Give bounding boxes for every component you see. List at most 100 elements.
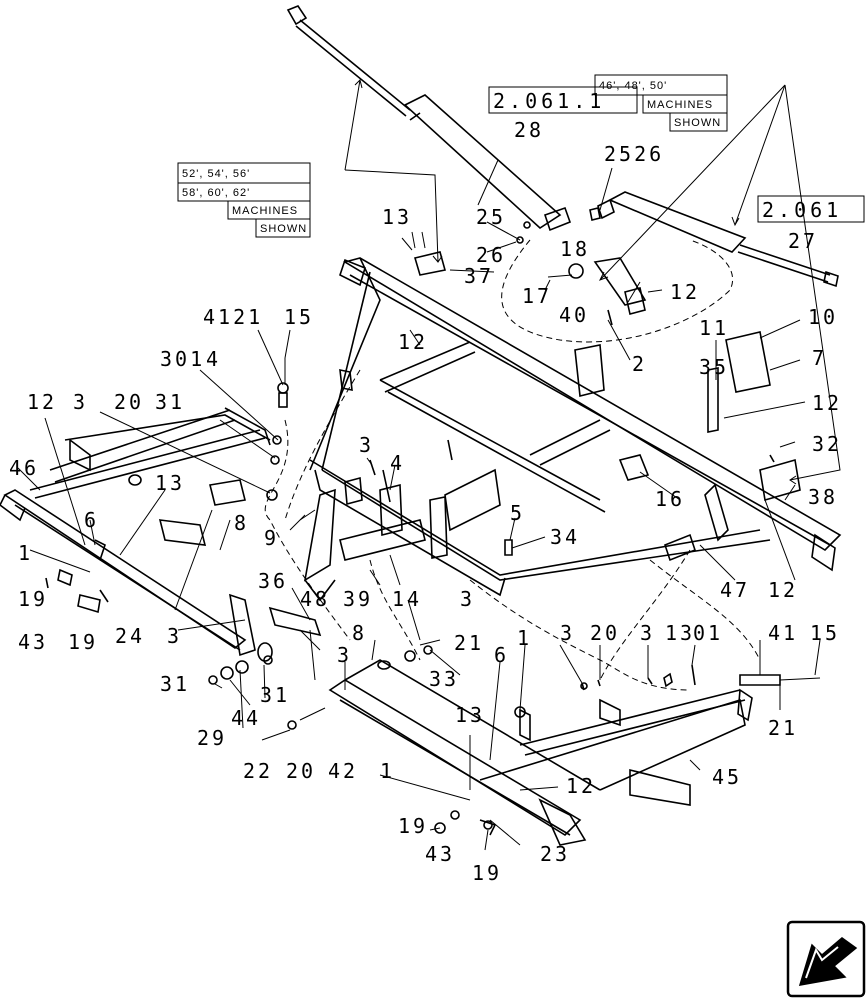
part-number-label: 4121 [203,305,263,329]
part-number-label: 13 [665,621,695,645]
part-number-label: 4 [206,347,221,371]
part-number-label: 41 [768,621,798,645]
part-number-label: 20 [286,759,316,783]
part-number-label: 42 [328,759,358,783]
part-number-label: 31 [155,390,185,414]
note-line: 46', 48', 50' [599,80,667,92]
part-number-label: 12 [768,578,798,602]
part-number-label: 301 [160,347,205,371]
part-number-label: 35 [699,355,729,379]
part-number-label: 19 [18,587,48,611]
part-number-label: 1 [380,759,395,783]
note-line: 58', 60', 62' [182,187,250,199]
part-number-label: 19 [398,814,428,838]
reference-box-2-061: 2.061 [757,195,865,223]
note-line: MACHINES [647,99,713,111]
part-number-label: 7 [812,346,827,370]
part-number-label: 22 [243,759,273,783]
part-number-label: 12 [670,280,700,304]
right-wing-frame [328,659,753,846]
part-number-label: 32 [812,432,842,456]
part-number-label: 28 [514,118,544,142]
part-number-label: 31 [260,683,290,707]
part-number-label: 25 [476,205,506,229]
part-number-label: 18 [560,237,590,261]
part-number-label: 21 [454,631,484,655]
part-number-label: 43 [425,842,455,866]
part-number-label: 8 [352,621,367,645]
part-number-label: 17 [522,284,552,308]
part-number-label: 27 [788,229,818,253]
part-number-label: 1 [517,626,532,650]
part-number-label: 6 [494,643,509,667]
part-number-label: 26 [476,243,506,267]
part-number-label: 39 [343,587,373,611]
part-number-label: 12 [566,774,596,798]
reference-label: 2.061.1 [493,89,605,113]
part-number-label: 33 [429,667,459,691]
part-number-label: 10 [808,305,838,329]
part-number-label: 16 [655,487,685,511]
part-number-label: 29 [197,726,227,750]
part-number-label: 45 [712,765,742,789]
part-number-label: 1 [18,541,33,565]
part-number-label: 44 [231,706,261,730]
part-number-label: 13 [382,205,412,229]
part-number-label: 24 [115,624,145,648]
part-number-label: 20 [590,621,620,645]
note-line: SHOWN [260,223,307,235]
reference-label: 2.061 [762,198,842,222]
part-number-label: 4 [390,451,405,475]
part-number-label: 8 [234,511,249,535]
part-number-label: 23 [540,842,570,866]
hardware [45,207,821,834]
part-number-label: 3 [359,433,374,457]
part-number-label: 11 [699,316,729,340]
part-labels: 28 25 26 13 2526 18 17 40 12 2 11 10 7 3… [9,118,842,885]
part-number-label: 3 [560,621,575,645]
part-number-label: 12 [398,330,428,354]
part-number-label: 15 [284,305,314,329]
part-number-label: 5 [510,501,525,525]
note-line: MACHINES [232,205,298,217]
callout-leaders [17,159,821,851]
part-number-label: 2526 [604,142,664,166]
part-number-label: 19 [68,630,98,654]
reference-box-2-061-1: 2.061.1 [488,86,638,114]
note-box-right: 46', 48', 50' MACHINES SHOWN [594,74,728,132]
part-number-label: 34 [550,525,580,549]
part-number-label: 19 [472,861,502,885]
note-line: 52', 54', 56' [182,168,250,180]
part-number-label: 20 [114,390,144,414]
part-number-label: 36 [258,569,288,593]
part-number-label: 21 [768,716,798,740]
part-number-label: 43 [18,630,48,654]
part-number-label: 3 [337,643,352,667]
note-box-left: 52', 54', 56' 58', 60', 62' MACHINES SHO… [177,162,311,238]
part-number-label: 12 [27,390,57,414]
part-number-label: 12 [812,391,842,415]
left-wing-frame [0,407,273,662]
navigation-arrow-icon[interactable] [786,920,866,998]
part-number-label: 46 [9,456,39,480]
part-number-label: 3 [640,621,655,645]
part-number-label: 38 [808,485,838,509]
hydraulic-cylinder-upper [286,5,572,232]
part-number-label: 31 [160,672,190,696]
part-number-label: 15 [810,621,840,645]
part-number-label: 3 [167,624,182,648]
note-leaders [344,79,841,485]
part-number-label: 48 [300,587,330,611]
part-number-label: 40 [559,303,589,327]
part-number-label: 9 [264,526,279,550]
part-number-label: 14 [392,587,422,611]
part-number-label: 13 [155,471,185,495]
hitch-frame [309,257,842,597]
part-number-label: 2 [632,352,647,376]
part-number-label: 3 [460,587,475,611]
part-number-label: 47 [720,578,750,602]
hydraulic-cylinder-right [597,191,839,288]
part-number-label: 13 [455,703,485,727]
part-number-label: 3 [73,390,88,414]
